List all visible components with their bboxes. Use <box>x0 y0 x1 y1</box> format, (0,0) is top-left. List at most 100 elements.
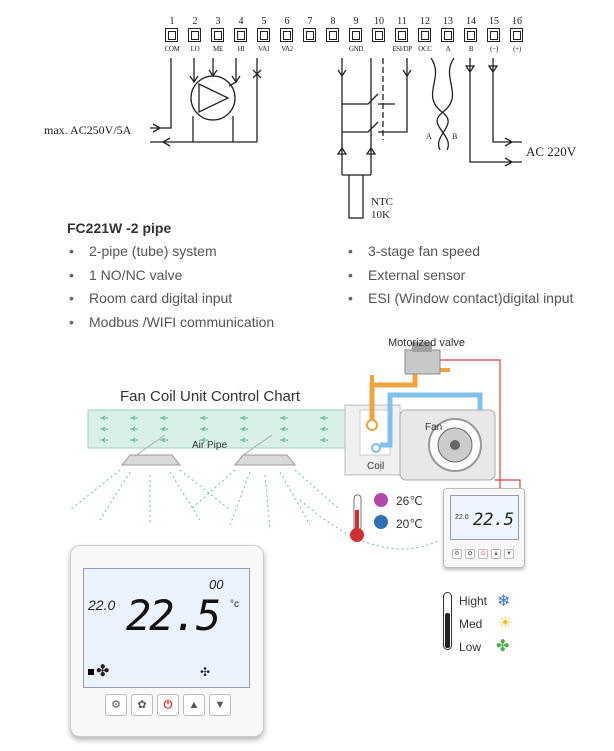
ntc-label: NTC <box>371 196 393 208</box>
snowflake-icon: ❄ <box>497 593 511 610</box>
ac-voltage-label: AC 220V <box>526 144 577 159</box>
speed-gauge-fill <box>445 613 450 648</box>
terminal-block <box>257 28 270 42</box>
terminal-label: (+) <box>513 45 521 53</box>
feature-item: ESI (Window contact)digital input <box>348 290 573 306</box>
fan-speed-button[interactable]: ✿ <box>131 694 153 716</box>
fan-label: Fan <box>425 422 443 433</box>
terminal-number: 5 <box>261 16 267 27</box>
temp-down-button[interactable]: ▼ <box>209 694 231 716</box>
ntc-value: 10K <box>371 209 390 221</box>
terminal-block <box>303 28 316 42</box>
speed-high-label: Hight <box>459 594 488 608</box>
terminal-label: HI <box>237 45 245 53</box>
terminal-label: (−) <box>490 45 498 53</box>
small-settings-button[interactable]: ⚙ <box>452 549 462 559</box>
terminal-block <box>280 28 293 42</box>
motorized-valve-body <box>404 349 441 375</box>
temp-unit: °c <box>230 599 239 610</box>
fan-coil-illustration <box>69 342 521 550</box>
twist-b-label: B <box>452 132 458 141</box>
speed-low-label: Low <box>459 640 482 654</box>
feature-item: Room card digital input <box>69 290 232 306</box>
terminal-label: ESI/DP <box>392 45 412 53</box>
terminal-number: 9 <box>353 16 359 27</box>
max-rating-label: max. AC250V/5A <box>44 123 132 137</box>
feature-item: Modbus /WIFI communication <box>69 314 274 330</box>
terminal-block <box>510 28 523 42</box>
terminal-number: 16 <box>512 16 522 27</box>
small-power-button[interactable]: ⏻ <box>478 549 488 559</box>
terminal-block <box>464 28 477 42</box>
settings-button[interactable]: ⚙ <box>105 694 127 716</box>
coil-label: Coil <box>367 461 385 472</box>
terminal-label: B <box>468 45 474 53</box>
power-button[interactable]: ⏻ <box>157 694 179 716</box>
feature-item: 2-pipe (tube) system <box>69 243 217 259</box>
motorized-valve-label: Motorized valve <box>388 337 466 349</box>
small-down-button[interactable]: ▼ <box>504 549 514 559</box>
terminal-label: A <box>445 45 451 53</box>
cold-temp-label: 20℃ <box>396 517 423 531</box>
terminal-block <box>395 28 408 42</box>
speed-med-label: Med <box>459 617 483 631</box>
terminal-number: 11 <box>397 16 407 27</box>
small-room-temp: 22.5 <box>473 510 514 530</box>
terminal-block <box>326 28 339 42</box>
hot-temp-dot <box>374 493 388 507</box>
terminal-number: 3 <box>215 16 221 27</box>
terminal-block <box>441 28 454 42</box>
terminal-block <box>349 28 362 42</box>
feature-item: 3-stage fan speed <box>348 243 480 259</box>
hot-pipe <box>369 365 418 425</box>
twist-a-label: A <box>426 132 432 141</box>
terminal-number: 15 <box>489 16 499 27</box>
terminal-block <box>487 28 500 42</box>
terminal-block <box>234 28 247 42</box>
thermostat-panel: 00 22.0 22.5 °c ✤ ✣ ⚙ ✿ ⏻ ▲ ▼ <box>70 545 264 737</box>
terminal-label: LO <box>190 45 200 53</box>
terminal-label: GND <box>348 45 364 53</box>
air-pipe-label: Air Pipe <box>192 440 228 451</box>
terminal-number: 1 <box>169 16 175 27</box>
small-thermostat-screen: 22.0 22.5 <box>450 495 519 540</box>
fan-icon: ✤ <box>96 663 110 680</box>
terminal-number: 12 <box>420 16 430 27</box>
terminal-label: VA1 <box>258 45 270 53</box>
setpoint-value: 22.0 <box>88 597 116 613</box>
terminal-number: 10 <box>374 16 384 27</box>
temp-up-button[interactable]: ▲ <box>183 694 205 716</box>
heat-cool-icon: ✣ <box>200 665 211 679</box>
hot-temp-label: 26℃ <box>396 494 423 508</box>
wiring-lines <box>150 57 522 219</box>
small-fan-button[interactable]: ✿ <box>465 549 475 559</box>
feature-item: External sensor <box>348 267 465 283</box>
terminal-block <box>418 28 431 42</box>
cold-temp-dot <box>374 515 388 529</box>
chart-title: Fan Coil Unit Control Chart <box>120 388 301 405</box>
terminal-block <box>372 28 385 42</box>
small-setpoint: 22.0 <box>455 514 469 521</box>
terminal-number: 8 <box>330 16 336 27</box>
leaf-fan-icon: ✤ <box>496 638 510 655</box>
small-up-button[interactable]: ▲ <box>491 549 501 559</box>
terminal-number: 7 <box>307 16 313 27</box>
small-thermostat: 22.0 22.5 ⚙ ✿ ⏻ ▲ ▼ <box>443 488 525 568</box>
terminal-label: ME <box>213 45 223 53</box>
terminal-label: COM <box>164 45 180 53</box>
terminal-number: 14 <box>466 16 476 27</box>
terminal-block <box>211 28 224 42</box>
duct-flow-arrows <box>100 415 328 443</box>
speed-gauge <box>443 592 452 650</box>
terminal-block <box>165 28 178 42</box>
product-title: FC221W -2 pipe <box>67 220 172 236</box>
terminal-label: OCC <box>418 45 432 53</box>
terminal-block <box>188 28 201 42</box>
terminal-label: VA2 <box>281 45 293 53</box>
sun-icon: ☀ <box>498 615 513 632</box>
indicator-led <box>88 669 94 675</box>
room-temp-value: 22.5 <box>126 591 221 640</box>
top-value: 00 <box>209 577 224 592</box>
valve-wire <box>440 359 501 488</box>
